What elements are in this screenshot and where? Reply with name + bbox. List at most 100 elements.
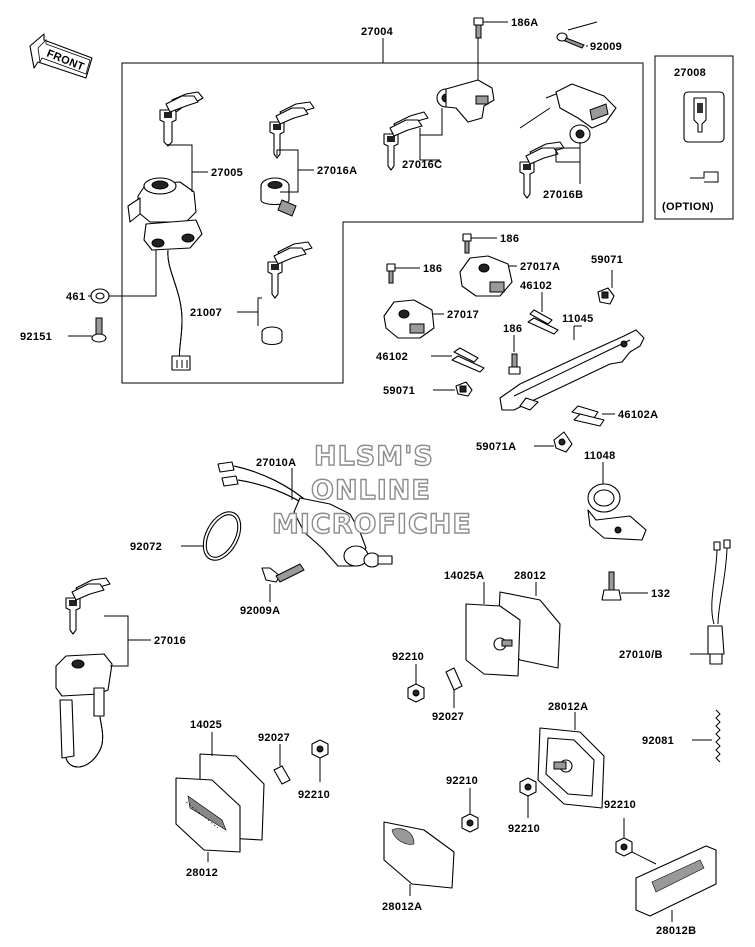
bolt-186-lower: [508, 335, 521, 375]
nut-92210-e: [615, 818, 657, 865]
label-27016b: 27016B: [543, 189, 583, 201]
lock-cylinder-21007: [261, 326, 283, 346]
seat-lock-27016c: [436, 79, 495, 123]
band-92072: [202, 511, 242, 561]
bolt-186-mid: [386, 263, 420, 284]
label-21007: 21007: [190, 307, 222, 319]
label-186-lower: 186: [503, 323, 522, 335]
label-46102a: 46102A: [618, 409, 658, 421]
switch-harness-27010a: [217, 461, 393, 583]
label-59071-upper: 59071: [591, 254, 623, 266]
bracket-27017a: [459, 255, 513, 297]
ignition-switch-27005: [127, 177, 203, 371]
label-92210-c: 92210: [298, 789, 330, 801]
label-92210-d: 92210: [446, 775, 478, 787]
label-28012-upper: 28012: [514, 570, 546, 582]
option-box: 27008 (OPTION): [654, 55, 734, 220]
clip-461: [90, 250, 157, 304]
watermark-line-3: MICROFICHE: [272, 509, 472, 540]
key-pair-27016a: [269, 101, 315, 159]
ignition-group-outline: [121, 62, 644, 384]
lock-cylinder-27016a: [260, 177, 297, 217]
label-27010b: 27010/B: [619, 649, 663, 661]
nut-92210-b: [519, 777, 537, 818]
label-92027-b: 92027: [258, 732, 290, 744]
strap-46102-lower: [451, 347, 485, 373]
clip-59071-upper: [597, 270, 615, 305]
label-27016c: 27016C: [402, 159, 442, 171]
reflector-28012a-right: [537, 727, 605, 809]
key-pair-27016b: [519, 141, 565, 199]
label-59071-lower: 59071: [383, 385, 415, 397]
spring-92081: [692, 709, 721, 763]
label-132: 132: [651, 588, 670, 600]
label-27005: 27005: [211, 167, 243, 179]
label-92151: 92151: [20, 331, 52, 343]
label-28012a-lower: 28012A: [382, 901, 422, 913]
spacer-92027-b: [273, 744, 291, 785]
reflector-28012-lower: [175, 777, 241, 853]
reflector-28012b: [635, 845, 717, 922]
label-92072: 92072: [130, 541, 162, 553]
key-pair-27016c: [383, 111, 429, 171]
label-92027-a: 92027: [432, 711, 464, 723]
label-27017a: 27017A: [520, 261, 560, 273]
key-pair-27005: [159, 91, 204, 147]
bracket-14025a: [465, 603, 521, 677]
front-arrow-badge: FRONT: [29, 33, 93, 79]
option-part-number: 27008: [674, 67, 706, 79]
label-11045: 11045: [562, 313, 593, 325]
lock-assembly-27016b: [519, 83, 617, 144]
nut-92210-d: [461, 788, 479, 833]
bolt-132: [601, 571, 622, 601]
option-label: (OPTION): [662, 201, 714, 213]
key-pair-21007: [267, 241, 313, 299]
bolt-186-upper: [462, 233, 497, 254]
label-14025a: 14025A: [444, 570, 484, 582]
label-92009a: 92009A: [240, 605, 280, 617]
screw-92151: [91, 317, 107, 343]
label-461: 461: [66, 291, 85, 303]
spacer-92027-a: [445, 667, 463, 708]
bracket-11048: [587, 462, 647, 541]
label-27004: 27004: [361, 26, 394, 38]
bracket-27017: [383, 299, 435, 339]
nut-92210-c: [311, 739, 329, 782]
key-pair-27016: [65, 577, 111, 635]
label-46102-lower: 46102: [376, 351, 408, 363]
label-92210-a: 92210: [392, 651, 424, 663]
label-186-upper: 186: [500, 233, 519, 245]
label-14025: 14025: [190, 719, 222, 731]
switch-27010b: [707, 539, 731, 665]
label-28012-lower: 28012: [186, 867, 218, 879]
label-92009: 92009: [590, 41, 622, 53]
clip-59071a: [553, 431, 573, 453]
helmet-lock-27016: [55, 653, 113, 768]
watermark-line-1: HLSM'S: [314, 441, 434, 472]
watermark: HLSM'S ONLINE MICROFICHE: [271, 440, 472, 540]
label-11048: 11048: [584, 450, 615, 462]
label-27010a: 27010A: [256, 457, 296, 469]
label-28012b: 28012B: [656, 925, 696, 937]
nut-92210-a: [407, 664, 425, 703]
label-92210-b: 92210: [508, 823, 540, 835]
label-27016a: 27016A: [317, 165, 357, 177]
label-92210-e: 92210: [604, 799, 636, 811]
clip-59071-lower: [455, 381, 473, 397]
screw-92009: [556, 21, 598, 49]
label-28012a-right: 28012A: [548, 701, 588, 713]
label-92081: 92081: [642, 735, 674, 747]
label-59071a: 59071A: [476, 441, 516, 453]
cable-guide-11045: [499, 325, 645, 411]
label-27016: 27016: [154, 635, 186, 647]
reflector-28012a-lower: [383, 821, 455, 896]
label-186a: 186A: [511, 17, 539, 29]
bolt-186a: [473, 17, 508, 86]
strap-46102a: [571, 405, 605, 427]
label-27017: 27017: [447, 309, 479, 321]
label-186-mid: 186: [423, 263, 442, 275]
watermark-line-2: ONLINE: [311, 475, 431, 506]
strap-46102-upper: [527, 292, 559, 335]
label-46102-upper: 46102: [520, 280, 552, 292]
